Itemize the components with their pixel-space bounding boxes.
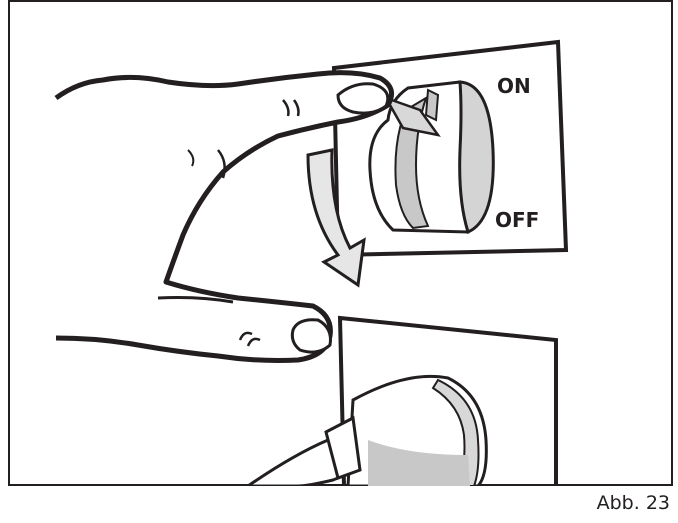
switch-on-label: ON xyxy=(497,74,531,98)
switch-off-label: OFF xyxy=(495,208,539,232)
thumbnail xyxy=(292,320,330,352)
fingernail-top xyxy=(338,84,388,113)
switch-off-illustration: ON OFF xyxy=(8,0,673,486)
figure-caption: Abb. 23 xyxy=(560,490,670,516)
